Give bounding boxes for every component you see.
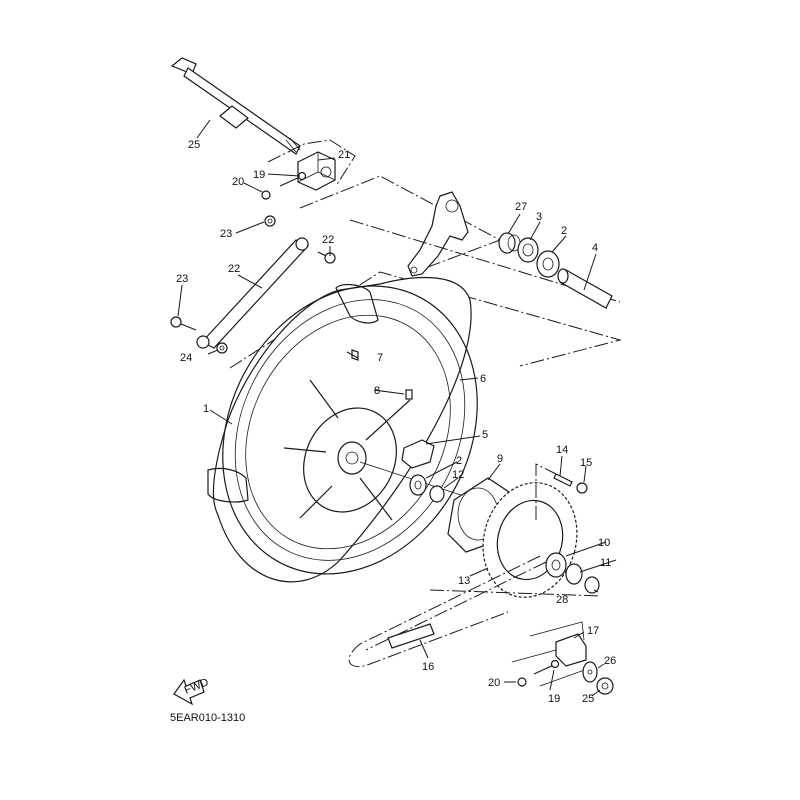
- bearing-2-upper: [536, 250, 560, 278]
- callout-19-lower: 19: [548, 693, 560, 705]
- chain-puller-left: [267, 139, 356, 191]
- callout-26: 26: [604, 655, 616, 667]
- chain-puller-bolt-lower: [533, 659, 560, 675]
- assembly-line-right: [349, 219, 621, 303]
- collar-28: [584, 576, 600, 594]
- chain: [348, 555, 547, 667]
- callout-3: 3: [536, 211, 542, 223]
- nut-top: [264, 215, 276, 227]
- assembly-line-lower: [429, 589, 601, 597]
- callout-20-upper: 20: [232, 176, 244, 188]
- callout-2-upper: 2: [561, 225, 567, 237]
- callout-22-right: 22: [322, 234, 334, 246]
- tire: [207, 276, 472, 583]
- callout-23-bottom: 24: [180, 352, 192, 364]
- chain-puller-right: [511, 621, 591, 687]
- callout-14: 14: [556, 444, 568, 456]
- callout-2-hub: 2: [456, 455, 462, 467]
- callout-24: 25: [188, 139, 200, 151]
- callout-28: 28: [556, 594, 568, 606]
- chain-puller-nut-lower: [517, 677, 527, 687]
- stud-bolt: [535, 463, 573, 520]
- forward-direction-arrow: FWD: [173, 676, 210, 706]
- callout-13: 13: [458, 575, 470, 587]
- damper: [401, 439, 435, 469]
- callout-17: 17: [587, 625, 599, 637]
- drawing-code: 5EAR010-1310: [170, 712, 246, 724]
- balance-weight: [405, 389, 413, 400]
- leader-lines: [177, 119, 617, 697]
- bolt-left: [170, 316, 197, 331]
- callout-12: 12: [452, 469, 464, 481]
- caliper-bracket: [407, 191, 469, 277]
- callout-7: 7: [377, 352, 383, 364]
- callout-6: 6: [480, 373, 486, 385]
- wheel-axle: [170, 57, 301, 155]
- callout-5: 5: [482, 429, 488, 441]
- bearing-2-hub: [409, 474, 427, 496]
- callout-25: 25: [582, 693, 594, 705]
- callout-23-top: 23: [220, 228, 232, 240]
- oil-seal-3: [517, 237, 539, 263]
- callout-1: 1: [203, 403, 209, 415]
- bolt-right: [317, 251, 336, 264]
- nut-bottom: [216, 342, 228, 354]
- washer-26: [582, 661, 598, 683]
- callout-10: 10: [598, 537, 610, 549]
- callout-19-upper: 19: [253, 169, 265, 181]
- oil-seal-11: [565, 563, 583, 585]
- callout-18: 21: [338, 149, 350, 161]
- callout-20-lower: 20: [488, 677, 500, 689]
- callout-22-left: 23: [176, 273, 188, 285]
- callout-labels: 25 21 19 20 23 22 22 23 24 7 8 6 1 5 2 1…: [176, 139, 616, 705]
- nut-15: [576, 482, 588, 494]
- callout-27: 27: [515, 201, 527, 213]
- spacer-12: [429, 485, 445, 503]
- callout-15: 15: [580, 457, 592, 469]
- rear-wheel: [222, 285, 478, 575]
- callout-21: 22: [228, 263, 240, 275]
- axle-nut-25: [596, 677, 614, 695]
- bearing-10: [545, 552, 567, 578]
- collar-27: [498, 232, 521, 254]
- callout-16: 16: [422, 661, 434, 673]
- collar-4: [557, 268, 613, 309]
- callout-11: 11: [600, 557, 611, 569]
- callout-9: 9: [497, 453, 503, 465]
- callout-4: 4: [592, 242, 598, 254]
- chain-puller-nut-upper: [261, 190, 271, 200]
- callout-8: 8: [374, 385, 380, 397]
- tension-bar: [196, 237, 309, 349]
